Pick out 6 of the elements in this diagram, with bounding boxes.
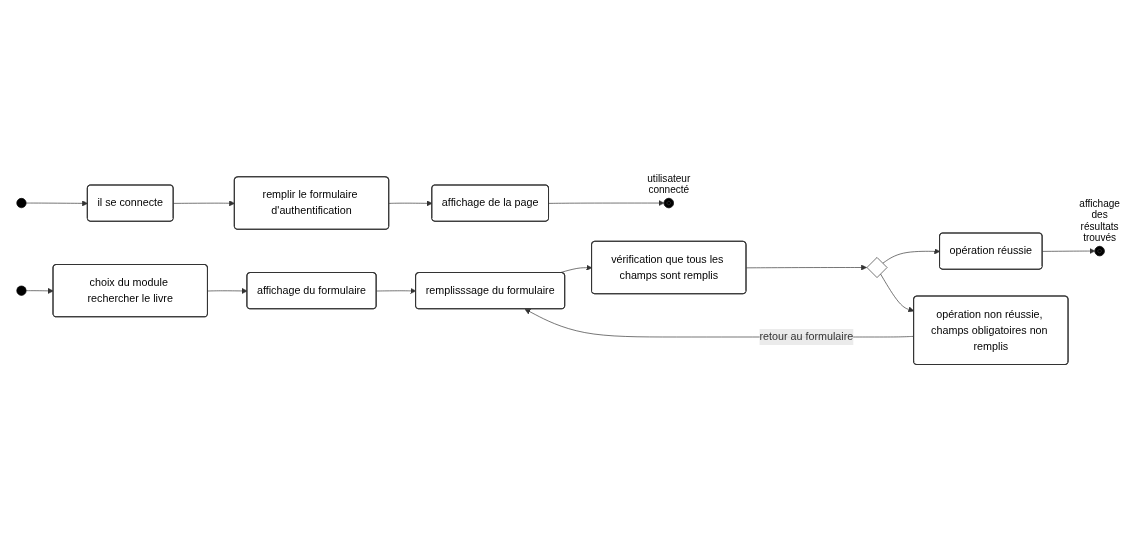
node-circle [16, 197, 27, 208]
node-diamond [866, 256, 888, 278]
node-caption: affichage des résultats trouvés [1079, 197, 1120, 243]
node-caption: utilisateur connecté [647, 172, 691, 195]
edge-label: retour au formulaire [759, 330, 854, 343]
node-circle [16, 285, 27, 296]
